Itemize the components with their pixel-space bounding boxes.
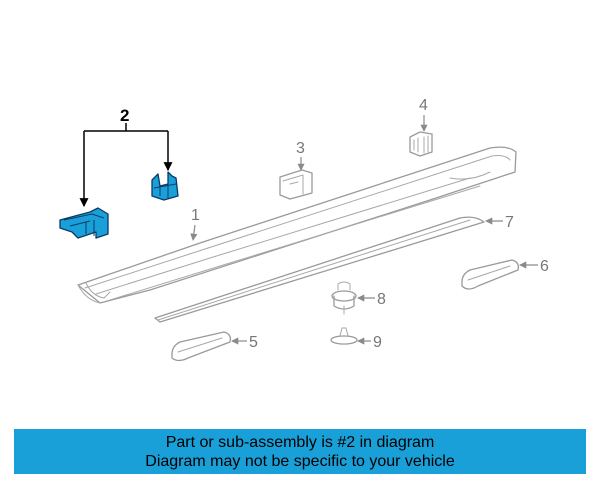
callout-3: 3 — [296, 140, 305, 157]
info-banner: Part or sub-assembly is #2 in diagram Di… — [14, 429, 586, 474]
clip-part-4 — [409, 131, 433, 157]
callout-7: 7 — [505, 214, 514, 231]
callout-1: 1 — [191, 207, 200, 224]
callout-5: 5 — [249, 334, 258, 351]
push-pin-part-8 — [331, 281, 357, 315]
callout-2-leader — [79, 123, 173, 208]
callout-4: 4 — [419, 97, 428, 114]
banner-line-1: Part or sub-assembly is #2 in diagram — [165, 434, 435, 451]
callout-2: 2 — [120, 106, 129, 125]
bracket-part-2-highlighted — [59, 171, 179, 239]
callout-8: 8 — [377, 291, 386, 308]
bracket-part-3 — [279, 169, 313, 200]
callout-1-leader — [190, 224, 198, 241]
cap-part-6 — [461, 259, 520, 290]
cap-part-5 — [171, 331, 232, 362]
rocker-panel-part — [77, 146, 517, 304]
callout-6: 6 — [540, 258, 549, 275]
banner-line-2: Diagram may not be specific to your vehi… — [145, 453, 455, 470]
clip-part-9 — [330, 327, 358, 345]
trim-strip-part — [154, 216, 485, 323]
callout-9: 9 — [373, 334, 382, 351]
